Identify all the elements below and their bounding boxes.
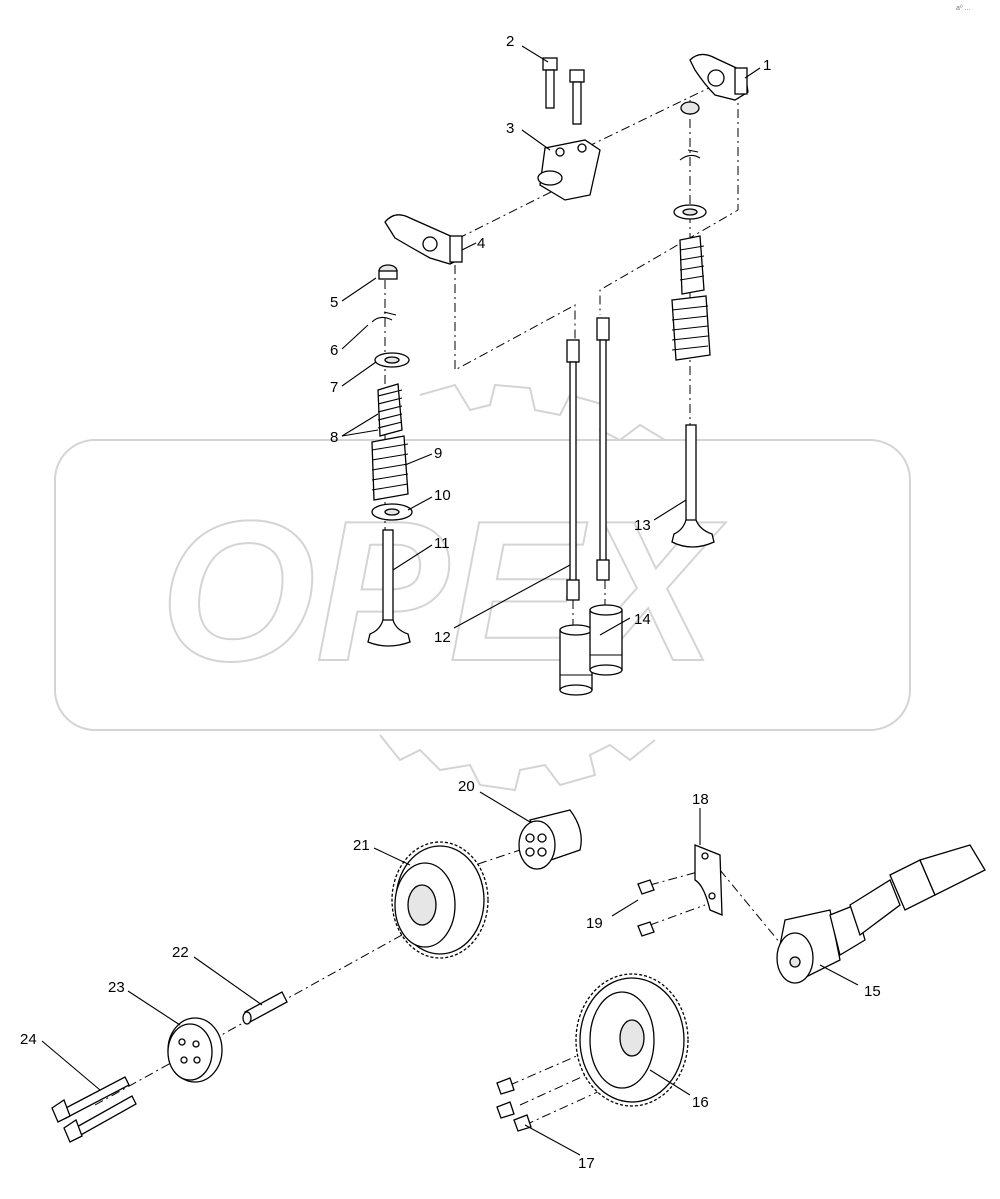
part-cam-gear — [575, 973, 689, 1107]
callout-12: 12 — [434, 629, 451, 646]
leader-lines — [41, 45, 859, 1156]
part-small-bolts — [637, 879, 655, 937]
part-bolts — [542, 57, 585, 125]
callout-21: 21 — [353, 837, 370, 854]
part-tappets — [559, 604, 623, 696]
callout-18: 18 — [692, 791, 709, 808]
callout-2: 2 — [506, 33, 514, 50]
callout-15: 15 — [864, 983, 881, 1000]
part-right-valve-group — [671, 204, 715, 548]
part-pushrods — [566, 317, 610, 601]
part-gear-bolts — [496, 1077, 532, 1132]
watermark-logo: OPEX — [54, 383, 911, 792]
watermark-text: OPEX — [160, 480, 726, 703]
callout-6: 6 — [330, 342, 338, 359]
corner-mark: a⁰ ... — [956, 4, 971, 12]
callout-17: 17 — [578, 1155, 595, 1172]
part-idler-spindle — [518, 809, 582, 870]
callout-labels: 1 2 3 4 5 6 7 8 9 10 11 12 13 14 15 16 1… — [20, 33, 881, 1172]
callout-11: 11 — [434, 535, 450, 552]
callout-10: 10 — [434, 487, 451, 504]
callout-4: 4 — [477, 235, 485, 252]
callout-1: 1 — [763, 57, 771, 74]
callout-13: 13 — [634, 517, 651, 534]
part-thrust-plate — [167, 1017, 223, 1083]
callout-22: 22 — [172, 944, 189, 961]
callout-7: 7 — [330, 379, 338, 396]
part-left-valve-cap — [371, 264, 410, 368]
part-rocker-bracket — [537, 139, 601, 201]
callout-9: 9 — [434, 445, 442, 462]
callout-5: 5 — [330, 294, 338, 311]
part-left-springs — [371, 383, 409, 501]
callout-16: 16 — [692, 1094, 709, 1111]
callout-3: 3 — [506, 120, 514, 137]
part-idler-gear — [391, 841, 489, 959]
part-cam-thrust-plate — [694, 844, 723, 916]
callout-14: 14 — [634, 611, 651, 628]
part-left-valve — [367, 529, 411, 647]
callout-20: 20 — [458, 778, 475, 795]
part-long-bolts — [51, 1076, 137, 1143]
part-camshaft — [776, 844, 986, 984]
callout-23: 23 — [108, 979, 125, 996]
callout-8: 8 — [330, 429, 338, 446]
part-pin — [242, 991, 288, 1025]
part-rocker-arm-upper — [679, 53, 749, 161]
callout-24: 24 — [20, 1031, 37, 1048]
callout-19: 19 — [586, 915, 603, 932]
part-rocker-arm-lower — [384, 214, 463, 265]
